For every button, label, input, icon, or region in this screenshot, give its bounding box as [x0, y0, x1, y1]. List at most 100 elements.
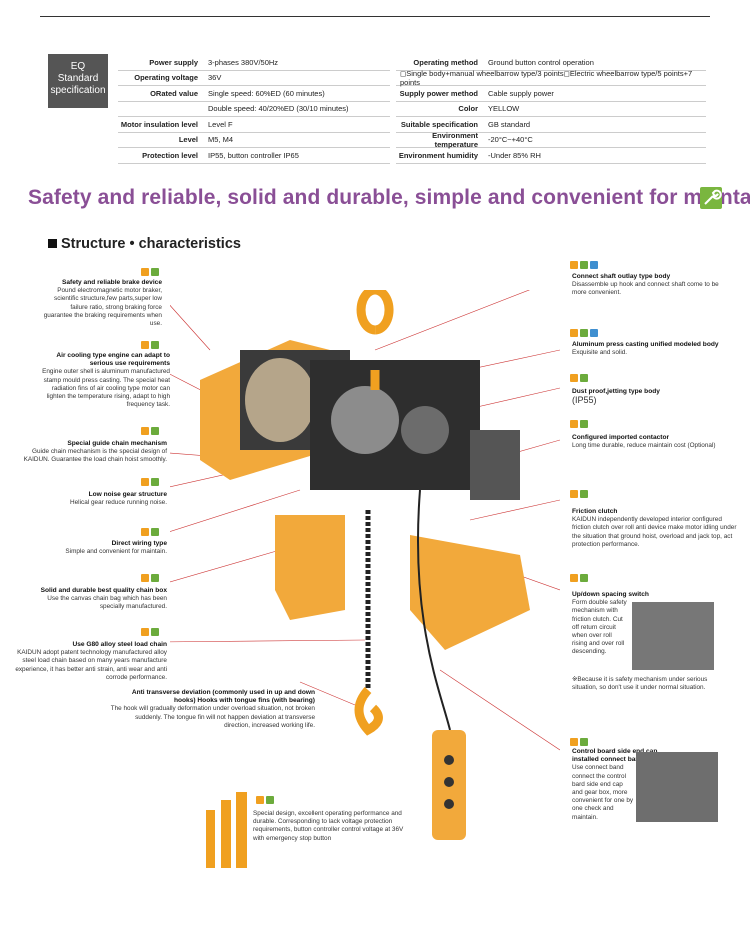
durable-icon: [151, 528, 159, 536]
annotation-desc: Pound electromagnetic motor braker, scie…: [43, 287, 162, 328]
spec-value: Double speed: 40/20%ED (30/10 minutes): [208, 104, 349, 114]
durable-icon: [580, 490, 588, 498]
durable-icon: [151, 341, 159, 349]
safety-icon: [141, 528, 149, 536]
spec-badge-line: EQ: [70, 61, 86, 72]
durable-icon: [151, 628, 159, 636]
feature-icons: [570, 420, 588, 428]
annotation-title: Dust proof,jetting type body: [572, 388, 660, 395]
feature-icons: [570, 574, 588, 582]
spec-key: ORated value: [150, 88, 198, 98]
annotation-desc: Disassemble up hook and connect shaft co…: [572, 281, 719, 297]
square-bullet-icon: [48, 239, 57, 248]
spec-key: Supply power method: [399, 88, 478, 98]
switch-photo: [632, 602, 714, 670]
annotation-title: Friction clutch: [572, 508, 618, 515]
pendant-photo: [236, 792, 247, 868]
durable-icon: [151, 427, 159, 435]
annotation-desc: Form double safety mechanism with fricti…: [572, 599, 627, 656]
pendant-button: [444, 799, 454, 809]
leader-line: [170, 549, 281, 583]
feature-icons: [141, 427, 159, 435]
end-cap-photo: [636, 752, 718, 822]
spec-value: -Under 85% RH: [488, 150, 541, 160]
leader-lines: [170, 290, 560, 751]
spec-key: Environment humidity: [398, 150, 478, 160]
annotation-title: Solid and durable best quality chain box: [40, 587, 167, 594]
safety-icon: [570, 420, 578, 428]
leader-line: [170, 489, 301, 532]
leader-line: [170, 304, 211, 351]
spec-key: Color: [458, 104, 478, 114]
feature-icons: [570, 261, 598, 269]
feature-icons: [570, 329, 598, 337]
bottom-hook: [354, 686, 383, 736]
annotation-safety-note: ※Because it is safety mechanism under se…: [572, 676, 708, 692]
pendant-button: [444, 755, 454, 765]
annotation-title: Up/down spacing switch: [572, 591, 649, 598]
gear-wheel: [331, 386, 399, 454]
annotation-desc: Guide chain mechanism is the special des…: [23, 448, 167, 464]
annotation-title: Anti transverse deviation (commonly used…: [131, 689, 315, 705]
spec-key: Motor insulation level: [120, 119, 198, 129]
annotation-pendant: Special design, excellent operating perf…: [253, 810, 404, 842]
safety-icon: [570, 329, 578, 337]
chain-box-right: [410, 535, 530, 650]
leader-line: [170, 639, 366, 643]
annotation-desc: The hook will gradually deformation unde…: [110, 705, 315, 729]
spec-value: -20°C~+40°C: [488, 135, 533, 145]
spec-value: Single speed: 60%ED (60 minutes): [208, 88, 325, 98]
durable-icon: [151, 268, 159, 276]
annotation-desc: KAIDUN adopt patent technology manufactu…: [15, 649, 167, 681]
safety-icon: [141, 574, 149, 582]
spec-value: M5, M4: [208, 135, 234, 145]
spec-value: GB standard: [488, 119, 531, 129]
spec-key: Protection level: [142, 150, 198, 160]
feature-icons: [141, 268, 159, 276]
feature-icons: [570, 374, 588, 382]
spec-row: ORated value Single speed: 60%ED (60 minu…: [118, 86, 390, 102]
annotation-hook: Anti transverse deviation (commonly used…: [110, 689, 315, 730]
spec-value: Ground button control operation: [488, 57, 594, 67]
annotation-title: Aluminum press casting unified modeled b…: [572, 341, 719, 348]
spec-value: Level F: [208, 119, 233, 129]
annotation-title: Connect shaft outlay type body: [572, 273, 671, 280]
safety-icon: [141, 268, 149, 276]
feature-icons: [256, 796, 274, 804]
annotation-air-cooling: Air cooling type engine can adapt to ser…: [40, 352, 170, 409]
contactor: [470, 430, 520, 500]
leader-line: [299, 681, 356, 706]
spec-badge: EQ Standard specification: [48, 54, 108, 108]
safety-icon: [570, 738, 578, 746]
annotation-title: Direct wiring type: [111, 540, 167, 547]
annotation-title: Safety and reliable brake device: [61, 279, 162, 286]
safety-icon: [141, 628, 149, 636]
durable-icon: [580, 574, 588, 582]
spec-key: Environment temperature: [432, 130, 478, 149]
feature-icons: [141, 628, 159, 636]
safety-icon: [256, 796, 264, 804]
spec-key: Operating voltage: [134, 73, 198, 83]
annotation-desc: Use the canvas chain bag which has been …: [47, 595, 167, 611]
pendant-photo: [221, 800, 231, 868]
annotation-aluminum: Aluminum press casting unified modeled b…: [572, 341, 732, 357]
annotation-control-board: Control board side end cap installed con…: [572, 748, 657, 822]
annotation-title: Air cooling type engine can adapt to ser…: [56, 352, 170, 368]
safety-icon: [141, 341, 149, 349]
spec-row: Environment humidity -Under 85% RH: [396, 148, 706, 164]
section-title-text: Structure • characteristics: [61, 236, 241, 252]
annotation-desc: Simple and convenient for maintain.: [65, 548, 167, 556]
durable-icon: [580, 374, 588, 382]
annotation-desc: KAIDUN independently developed interior …: [572, 516, 737, 548]
spec-badge-line: Standard: [57, 73, 99, 84]
safety-icon: [570, 374, 578, 382]
